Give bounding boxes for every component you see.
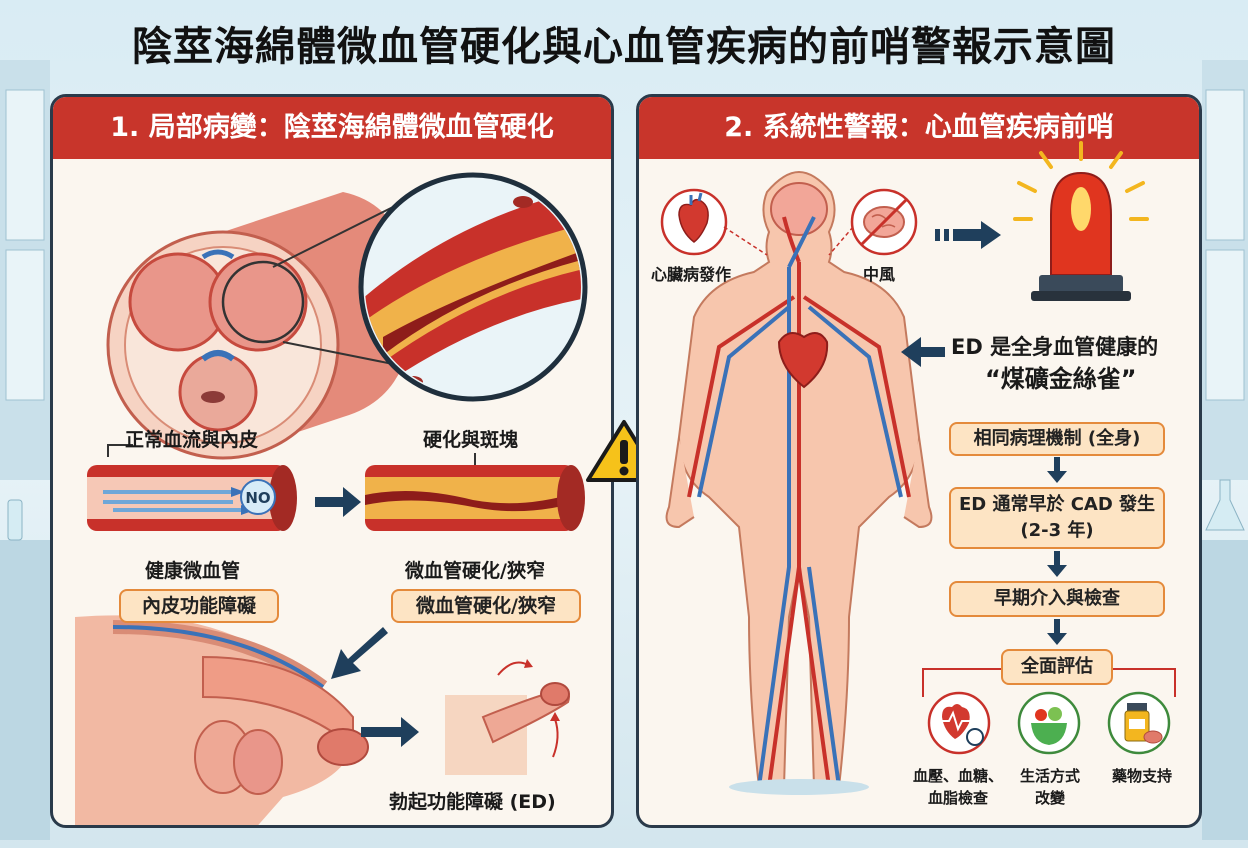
flow-step-comprehensive-assessment: 全面評估 <box>1001 649 1113 685</box>
human-body-circulation <box>665 170 933 795</box>
arrow-right-icon <box>315 487 361 517</box>
assess-item-lifestyle-line2: 改變 <box>1034 789 1065 807</box>
arrow-right-icon-2 <box>361 717 419 747</box>
canary-line-2: “煤礦金絲雀” <box>985 365 1137 393</box>
medication-icon <box>1107 691 1171 755</box>
heart-attack-icon <box>660 188 768 256</box>
label-hardening-plaque: 硬化與斑塊 <box>423 429 519 451</box>
page-title: 陰莖海綿體微血管硬化與心血管疾病的前哨警報示意圖 <box>132 24 1116 70</box>
assess-item-medication-line1: 藥物支持 <box>1111 767 1172 785</box>
arrow-left-icon <box>901 337 945 367</box>
stroke-brain-icon <box>828 188 918 256</box>
ed-illustration <box>445 659 570 775</box>
assess-item-lifestyle-line1: 生活方式 <box>1019 767 1080 785</box>
assess-item-medication: 藥物支持 <box>1097 765 1187 787</box>
panel2-illustration <box>660 141 1176 795</box>
assess-item-checks-line2: 血脂檢查 <box>927 789 988 807</box>
label-normal-flow: 正常血流與內皮 <box>125 429 259 451</box>
anatomy-side-view <box>75 615 369 825</box>
magnified-artery-view <box>221 172 588 402</box>
flow-step-same-mechanism: 相同病理機制 (全身) <box>949 422 1165 456</box>
flow-down-arrows <box>1047 457 1067 645</box>
blood-pressure-icon <box>927 691 991 755</box>
canary-line-1: ED 是全身血管健康的 <box>951 335 1159 359</box>
pill-microvessel-narrowed: 微血管硬化/狹窄 <box>391 589 581 623</box>
label-stroke: 中風 <box>863 265 896 284</box>
alarm-siren-icon <box>1013 141 1149 301</box>
label-healthy-vessel: 健康微血管 <box>145 560 241 582</box>
flow-step-ed-precedes-cad-line1: ED 通常早於 CAD 發生 <box>958 494 1156 515</box>
assess-item-checks-line1: 血壓、血糖、 <box>912 767 1003 785</box>
no-badge-circle <box>240 479 276 515</box>
panel-systemic-alarm: 2. 系統性警報：心血管疾病前哨 <box>636 94 1202 828</box>
arrow-to-alarm-icon <box>935 221 1001 249</box>
narrowed-vessel-illustration <box>365 465 585 531</box>
normal-flow-leader-line <box>107 444 133 457</box>
label-narrowed-vessel: 微血管硬化/狹窄 <box>405 560 545 582</box>
flow-step-ed-precedes-cad: ED 通常早於 CAD 發生 (2-3 年) <box>949 487 1165 549</box>
flow-step-early-intervention: 早期介入與檢查 <box>949 581 1165 617</box>
panel1-header: 1. 局部病變：陰莖海綿體微血管硬化 <box>53 97 611 159</box>
assess-item-checks: 血壓、血糖、 血脂檢查 <box>901 765 1015 809</box>
lifestyle-icon <box>1017 691 1081 755</box>
label-erectile-dysfunction: 勃起功能障礙 (ED) <box>389 791 556 813</box>
assess-item-lifestyle: 生活方式 改變 <box>1005 765 1095 809</box>
flow-step-ed-precedes-cad-line2: (2-3 年) <box>1020 520 1094 541</box>
no-badge-text: NO <box>245 489 270 507</box>
pill-endothelial-dysfunction: 內皮功能障礙 <box>119 589 279 623</box>
label-heart-attack: 心臟病發作 <box>651 265 732 284</box>
panel1-illustration: NO <box>75 172 588 825</box>
arrow-down-left-icon <box>331 627 388 679</box>
panel2-header: 2. 系統性警報：心血管疾病前哨 <box>639 97 1199 159</box>
panel-local-lesion: 1. 局部病變：陰莖海綿體微血管硬化 <box>50 94 614 828</box>
